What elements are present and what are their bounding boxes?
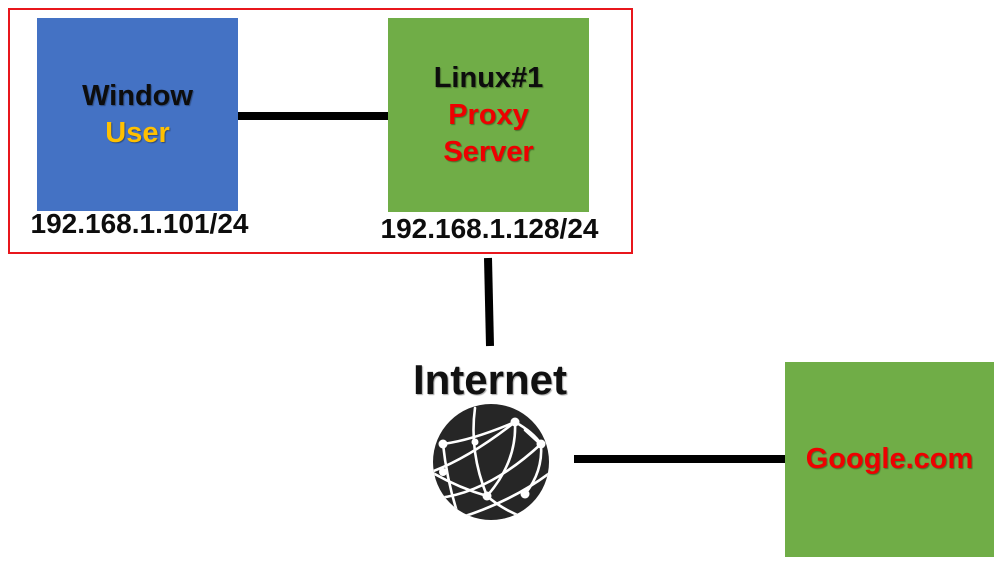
window-user-node: Window User	[37, 18, 238, 211]
linux-ip-label: 192.168.1.128/24	[380, 213, 599, 244]
window-node-role: User	[105, 116, 170, 149]
google-node-label: Google.com	[805, 443, 974, 475]
link-linux-internet	[484, 257, 494, 347]
linux-node-role-line1: Proxy	[448, 98, 529, 131]
linux-node-role-line2: Server	[443, 135, 534, 168]
google-node: Google.com	[785, 362, 994, 557]
globe-network-icon	[433, 404, 549, 520]
linux-node-title: Linux#1	[433, 61, 544, 94]
internet-label: Internet	[412, 356, 567, 403]
lan-boundary	[8, 8, 633, 254]
window-ip-label: 192.168.1.101/24	[30, 208, 249, 239]
window-node-title: Window	[82, 79, 193, 112]
linux-proxy-node: Linux#1 Proxy Server	[388, 18, 589, 212]
